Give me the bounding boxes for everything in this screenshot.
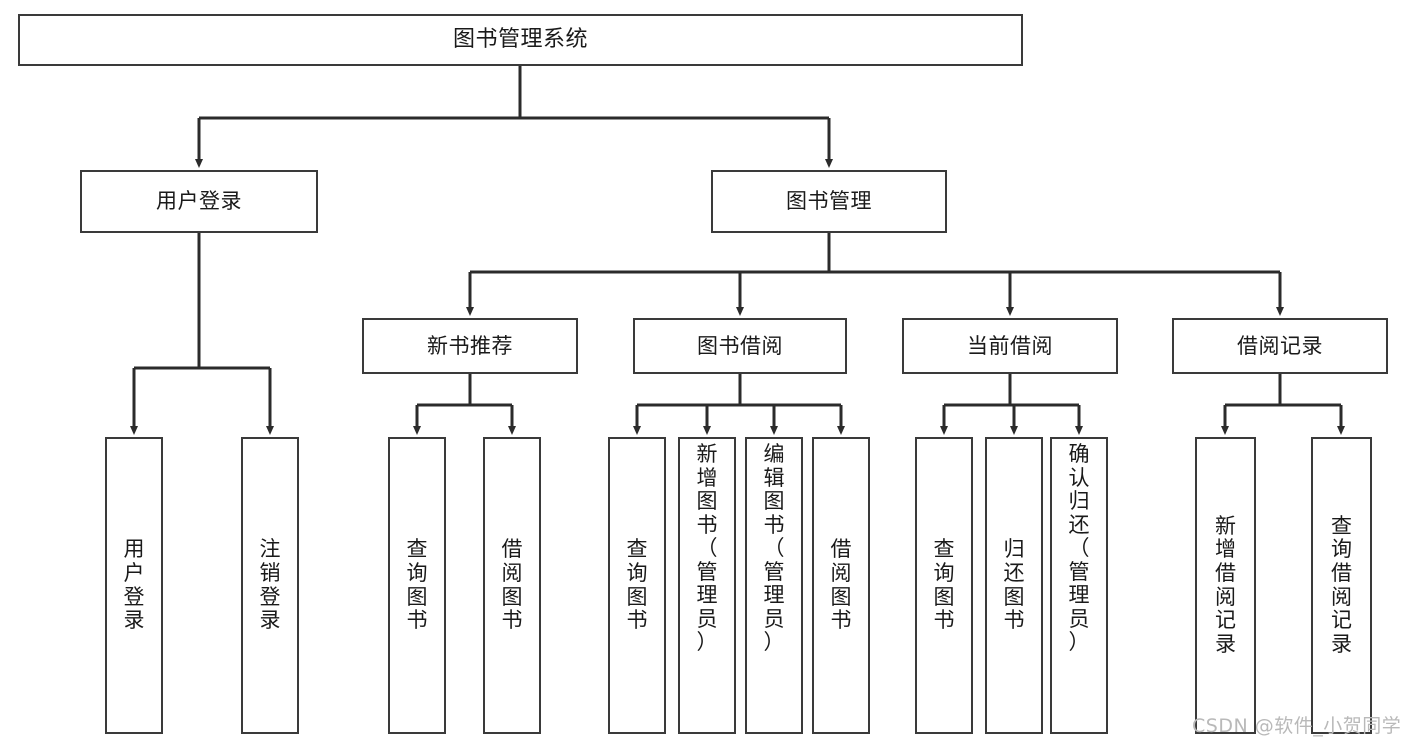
watermark-text: CSDN @软件_小贺同学: [1192, 715, 1402, 737]
node-leaf-confirm-return[interactable]: 确 认 归 还 （ 管 理 员 ）: [1050, 437, 1108, 734]
node-label: 查 询 图 书: [406, 537, 428, 633]
node-label: 借 阅 图 书: [830, 537, 852, 633]
node-label: 借 阅 图 书: [501, 537, 523, 633]
node-label: 图书管理系统: [452, 27, 588, 52]
node-leaf-add-record[interactable]: 新 增 借 阅 记 录: [1195, 437, 1256, 734]
node-leaf-query-book-3[interactable]: 查 询 图 书: [915, 437, 973, 734]
node-book-management[interactable]: 图书管理: [711, 170, 947, 233]
node-label: 图书管理: [786, 189, 872, 213]
node-leaf-add-book[interactable]: 新 增 图 书 （ 管 理 员 ）: [678, 437, 736, 734]
node-label: 当前借阅: [967, 333, 1053, 358]
node-leaf-query-book-1[interactable]: 查 询 图 书: [388, 437, 446, 734]
node-label: 归 还 图 书: [1003, 537, 1025, 633]
node-leaf-logout[interactable]: 注 销 登 录: [241, 437, 299, 734]
node-label: 查 询 图 书: [933, 537, 955, 633]
node-borrow-record[interactable]: 借阅记录: [1172, 318, 1388, 374]
node-label: 查 询 借 阅 记 录: [1331, 513, 1352, 656]
node-label: 新 增 借 阅 记 录: [1215, 513, 1236, 656]
node-label: 用 户 登 录: [123, 537, 145, 633]
node-leaf-query-book-2[interactable]: 查 询 图 书: [608, 437, 666, 734]
node-label: 确 认 归 还 （ 管 理 员 ）: [1068, 442, 1090, 655]
node-user-login[interactable]: 用户登录: [80, 170, 318, 233]
node-label: 借阅记录: [1237, 333, 1323, 358]
node-root-system[interactable]: 图书管理系统: [18, 14, 1023, 66]
node-new-book-recommend[interactable]: 新书推荐: [362, 318, 578, 374]
node-label: 新 增 图 书 （ 管 理 员 ）: [696, 442, 718, 655]
node-leaf-edit-book[interactable]: 编 辑 图 书 （ 管 理 员 ）: [745, 437, 803, 734]
node-leaf-borrow-book-1[interactable]: 借 阅 图 书: [483, 437, 541, 734]
node-label: 用户登录: [156, 189, 242, 213]
node-current-borrow[interactable]: 当前借阅: [902, 318, 1118, 374]
node-leaf-query-record[interactable]: 查 询 借 阅 记 录: [1311, 437, 1372, 734]
node-book-borrow[interactable]: 图书借阅: [633, 318, 847, 374]
node-label: 新书推荐: [427, 333, 513, 358]
node-label: 编 辑 图 书 （ 管 理 员 ）: [763, 442, 785, 655]
node-label: 图书借阅: [697, 333, 783, 358]
node-label: 查 询 图 书: [626, 537, 648, 633]
node-leaf-user-login[interactable]: 用 户 登 录: [105, 437, 163, 734]
node-leaf-borrow-book-2[interactable]: 借 阅 图 书: [812, 437, 870, 734]
node-label: 注 销 登 录: [259, 537, 281, 633]
node-leaf-return-book[interactable]: 归 还 图 书: [985, 437, 1043, 734]
